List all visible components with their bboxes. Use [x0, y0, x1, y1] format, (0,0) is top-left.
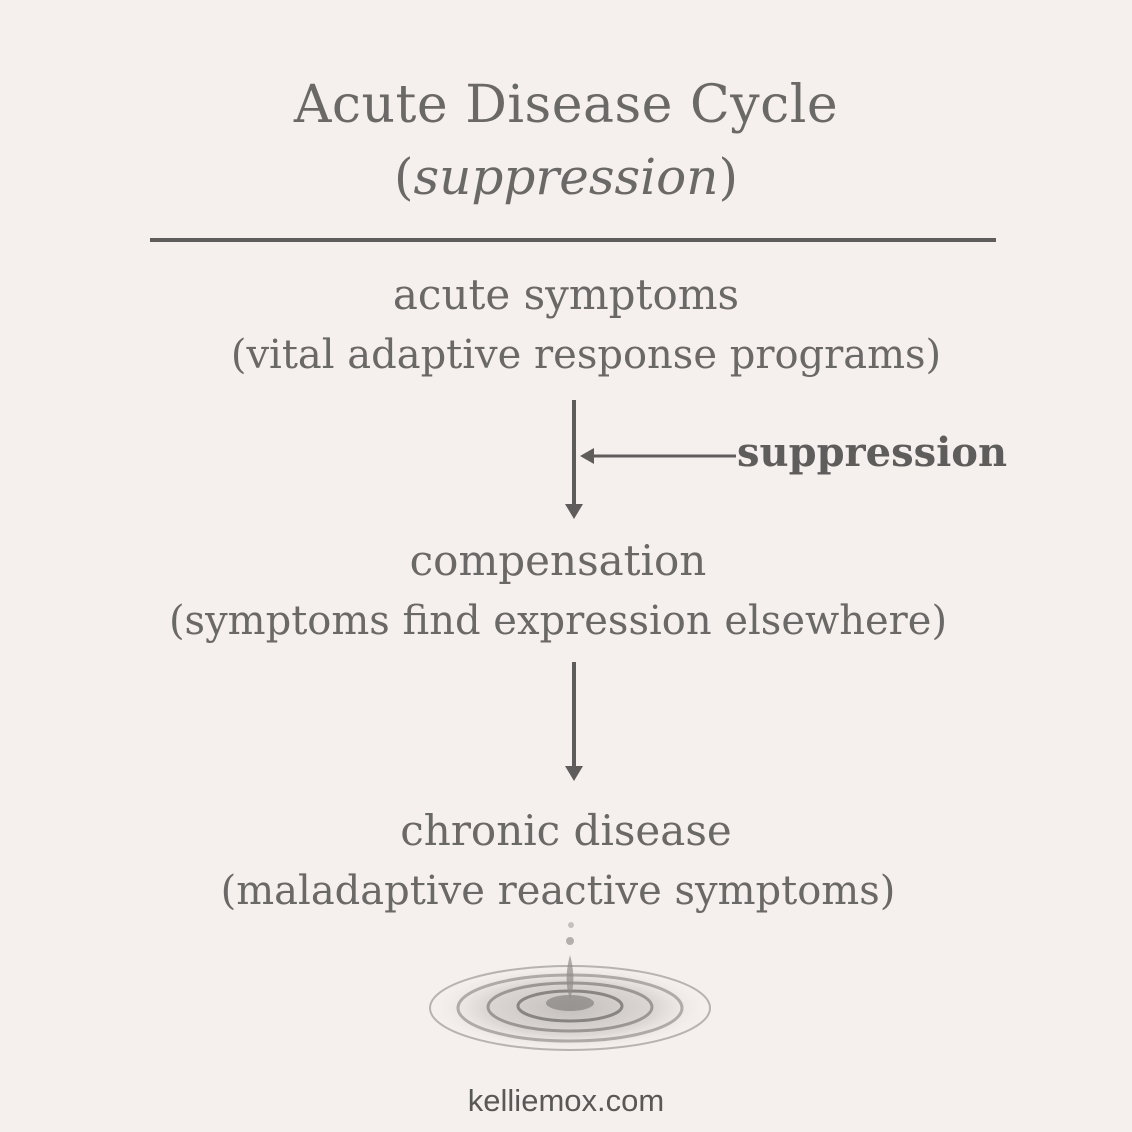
title-divider: [150, 238, 996, 242]
arrow-compensation-to-chronic: [565, 662, 583, 781]
arrow-acute-to-compensation: [565, 400, 583, 519]
suppression-label: suppression: [737, 429, 1008, 476]
subtitle-italic-text: suppression: [413, 148, 719, 206]
stage-chronic-detail: (maladaptive reactive symptoms): [220, 868, 896, 914]
diagram-subtitle: (suppression): [0, 146, 1132, 208]
subtitle-close-paren: ): [718, 148, 738, 206]
stage-acute-detail: (vital adaptive response programs): [230, 332, 942, 378]
subtitle-open-paren: (: [393, 148, 414, 206]
arrow-suppression-inbound: [580, 448, 736, 464]
stage-compensation-detail: (symptoms find expression elsewhere): [168, 598, 948, 644]
stage-chronic-heading: chronic disease: [400, 806, 732, 855]
stage-acute-heading: acute symptoms: [392, 270, 740, 319]
diagram-title: Acute Disease Cycle: [293, 75, 839, 135]
stage-compensation-heading: compensation: [409, 536, 707, 585]
water-droplet-illustration: [425, 922, 715, 1053]
footer-website-link[interactable]: kelliemox.com: [467, 1083, 665, 1118]
